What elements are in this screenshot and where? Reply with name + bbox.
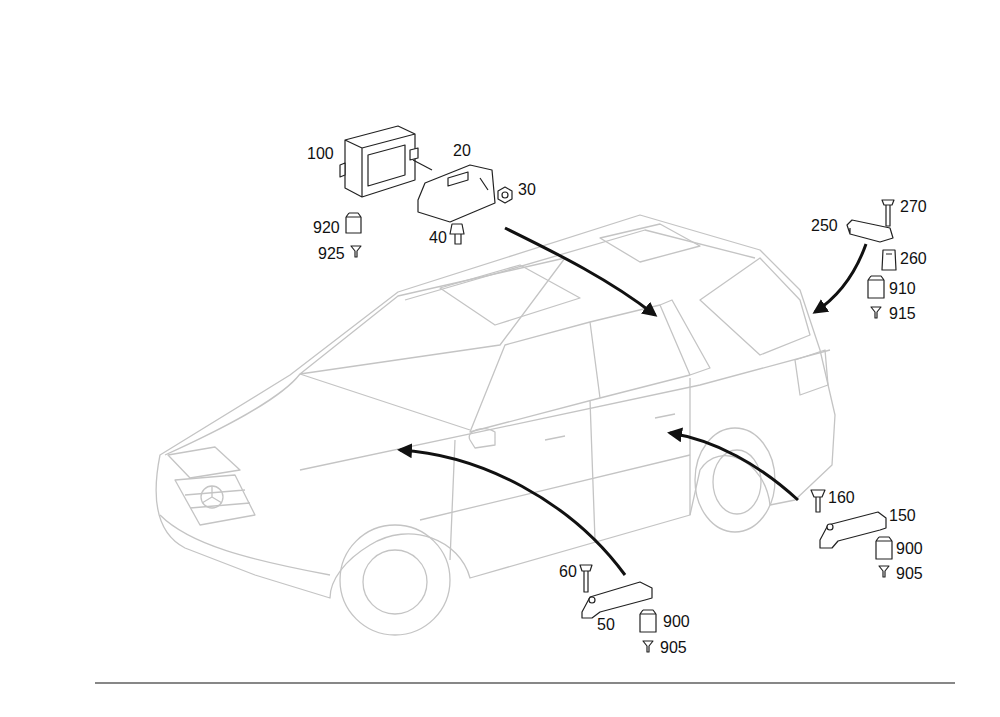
callout-number: 250 xyxy=(811,218,838,234)
callout-number: 150 xyxy=(889,508,916,524)
screw xyxy=(882,200,894,226)
taillight xyxy=(795,350,828,395)
mirror xyxy=(469,429,495,448)
bracket xyxy=(418,165,495,222)
callout-number: 920 xyxy=(313,220,340,236)
bracket-hole xyxy=(827,524,833,530)
callout-number: 260 xyxy=(900,251,927,267)
control-unit xyxy=(345,126,415,197)
side-moulding xyxy=(420,455,690,520)
location-arrow xyxy=(815,244,866,312)
screw xyxy=(811,490,825,512)
rear-hub xyxy=(713,450,761,514)
control-unit-face xyxy=(368,145,405,186)
callout-number: 910 xyxy=(889,281,916,297)
bumper xyxy=(160,515,330,575)
callout-number: 40 xyxy=(429,230,447,246)
front-wheel xyxy=(340,525,450,635)
star-emblem xyxy=(201,486,223,508)
wire xyxy=(413,160,432,170)
rear-window xyxy=(700,258,810,355)
screw xyxy=(580,565,592,592)
callout-number: 100 xyxy=(307,146,334,162)
callout-number: 60 xyxy=(559,564,577,580)
right-bracket-group xyxy=(811,490,892,577)
connector-symbol xyxy=(346,213,361,233)
nut xyxy=(498,187,512,203)
callout-number: 905 xyxy=(660,640,687,656)
hood-line xyxy=(165,374,470,455)
connector-symbol xyxy=(640,610,656,632)
bracket-hole xyxy=(589,597,595,603)
location-arrow xyxy=(505,228,655,315)
connector-symbol xyxy=(868,276,884,298)
callout-number: 50 xyxy=(597,617,615,633)
callout-number: 30 xyxy=(518,182,536,198)
callout-number: 915 xyxy=(889,306,916,322)
callout-number: 20 xyxy=(453,143,471,159)
vehicle-outline xyxy=(156,215,835,635)
sunroof-rear xyxy=(600,224,700,262)
location-arrow xyxy=(670,433,798,500)
callout-number: 270 xyxy=(900,199,927,215)
door-handles xyxy=(545,414,675,440)
rear-bracket-group xyxy=(847,200,896,318)
connector-symbol xyxy=(876,537,892,559)
pin-symbol xyxy=(643,641,653,652)
star-points xyxy=(202,486,222,503)
pin-symbol xyxy=(871,307,881,318)
callout-number: 900 xyxy=(663,614,690,630)
control-unit-group xyxy=(340,126,512,257)
sunroof-front xyxy=(440,265,580,325)
pin-symbol xyxy=(351,246,361,257)
front-hub xyxy=(363,550,427,614)
headlight xyxy=(168,447,240,478)
control-unit-tabs xyxy=(340,148,418,177)
callout-number: 905 xyxy=(896,566,923,582)
grille xyxy=(175,475,255,525)
nut-hole xyxy=(502,192,508,198)
location-arrow xyxy=(400,450,625,575)
page-rule xyxy=(95,682,955,683)
callout-number: 160 xyxy=(828,490,855,506)
location-arrows xyxy=(400,228,866,575)
callout-number: 900 xyxy=(896,541,923,557)
pin-symbol xyxy=(879,566,889,577)
bolt xyxy=(450,224,464,244)
body-silhouette xyxy=(156,215,835,598)
beltline xyxy=(300,350,830,470)
callout-number: 925 xyxy=(318,246,345,262)
front-bracket-group xyxy=(580,565,656,652)
clip xyxy=(882,250,896,270)
